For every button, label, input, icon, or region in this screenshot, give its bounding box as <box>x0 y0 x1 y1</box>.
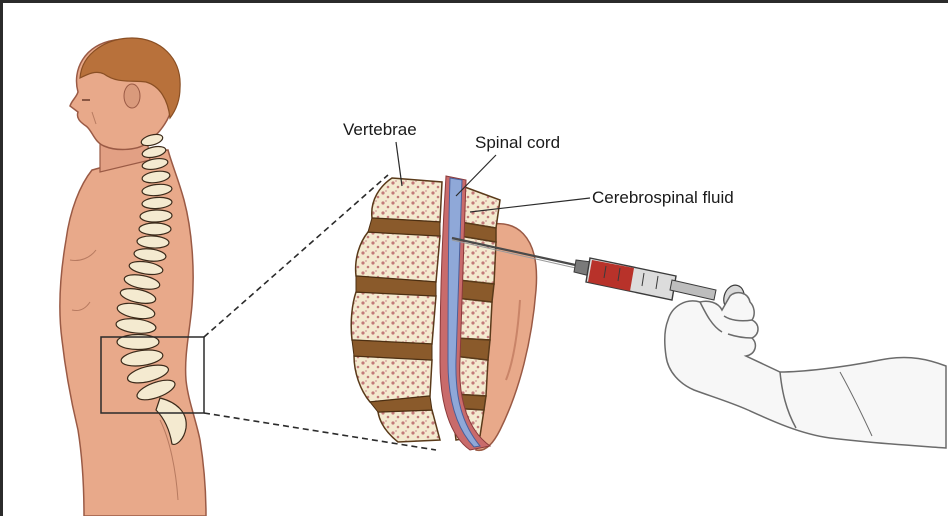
spinal-cord-label: Spinal cord <box>475 133 560 153</box>
human-figure <box>60 38 206 516</box>
syringe-plunger <box>670 280 716 300</box>
syringe-fluid <box>588 260 634 291</box>
cerebrospinal-fluid-label: Cerebrospinal fluid <box>592 188 734 208</box>
ear <box>124 84 140 108</box>
vertebrae-label: Vertebrae <box>343 120 417 140</box>
gloved-hand <box>665 293 946 448</box>
lumbar-section <box>351 176 536 450</box>
